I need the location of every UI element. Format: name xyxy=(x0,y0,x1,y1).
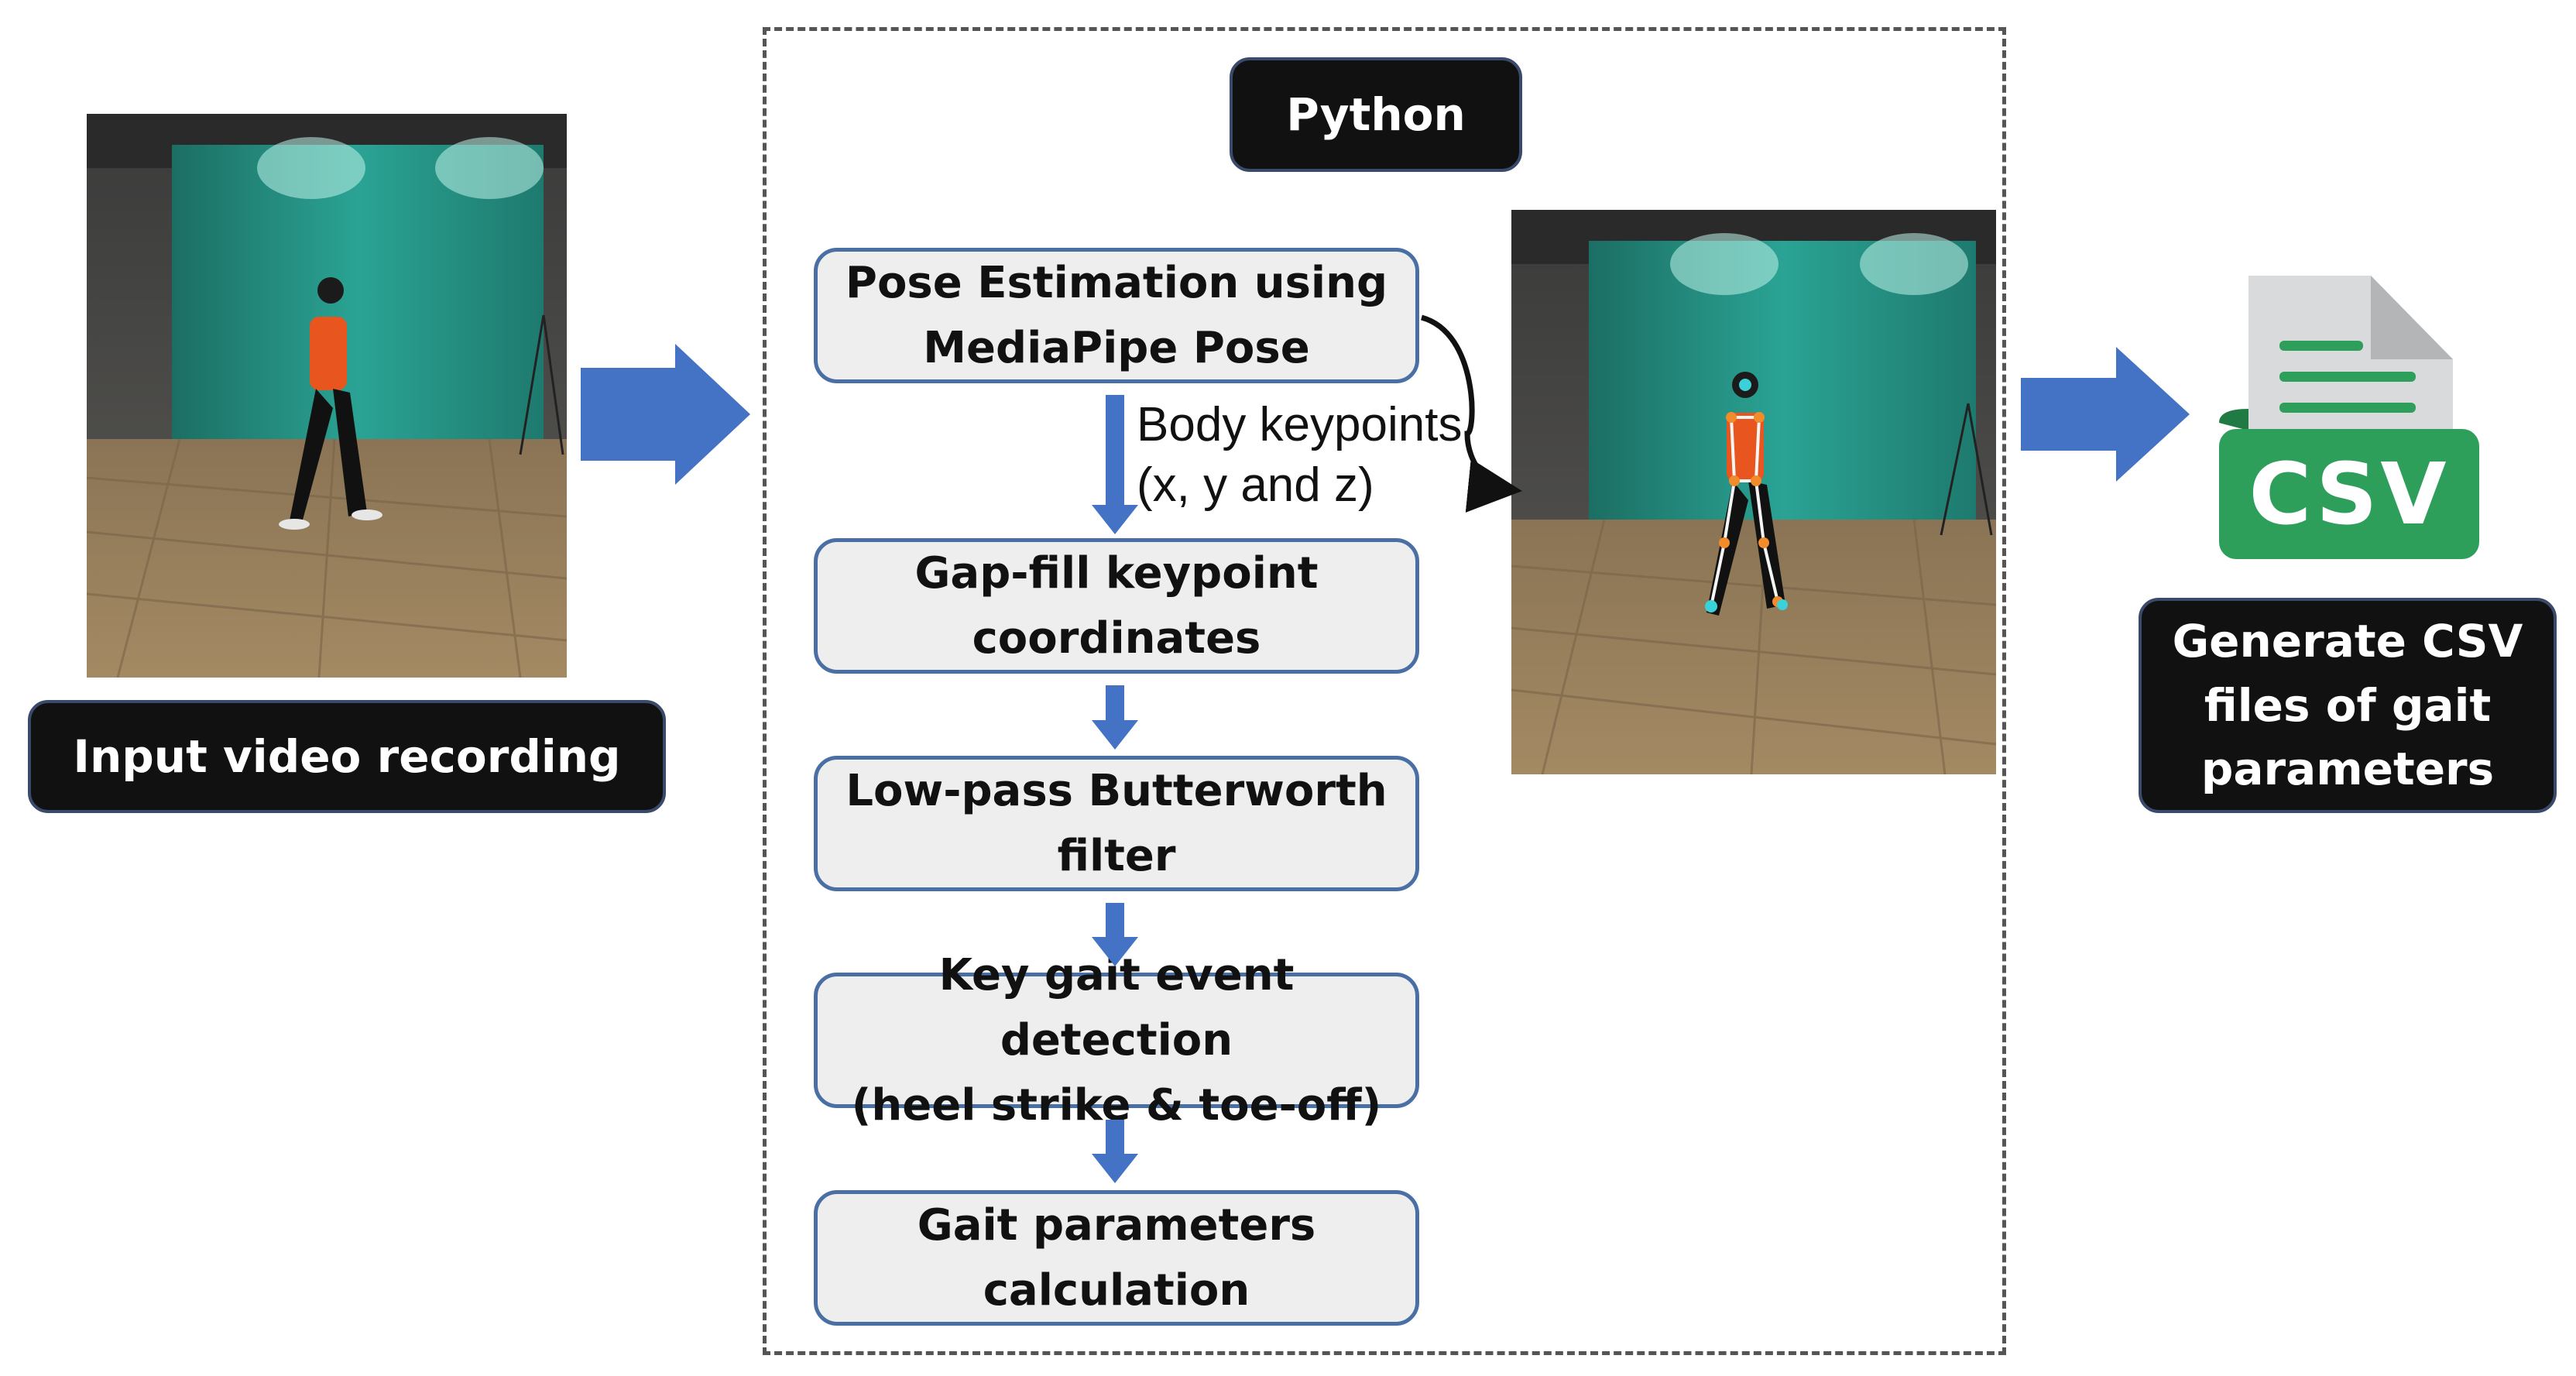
arrow-to-python xyxy=(581,344,750,485)
gap-fill-step: Gap-fill keypoint coordinates xyxy=(814,538,1419,674)
input-video-frame xyxy=(87,114,567,678)
python-pipeline-frame xyxy=(763,27,2006,1355)
output-csv-label: Generate CSV files of gait parameters xyxy=(2139,598,2557,813)
pose-estimation-step: Pose Estimation using MediaPipe Pose xyxy=(814,248,1419,383)
pose-overlay-frame xyxy=(1511,210,1996,774)
butterworth-filter-step: Low-pass Butterworth filter xyxy=(814,756,1419,891)
python-label: Python xyxy=(1230,57,1522,172)
gait-event-detection-step: Key gait event detection (heel strike & … xyxy=(814,950,1419,1131)
gait-parameters-step: Gait parameters calculation xyxy=(814,1190,1419,1326)
input-video-label: Input video recording xyxy=(28,700,666,813)
arrow-to-csv xyxy=(2021,347,2190,482)
csv-icon-text: CSV xyxy=(2248,444,2450,544)
body-keypoints-note: Body keypoints (x, y and z) xyxy=(1137,398,1463,512)
csv-file-icon: CSV xyxy=(2216,276,2479,561)
